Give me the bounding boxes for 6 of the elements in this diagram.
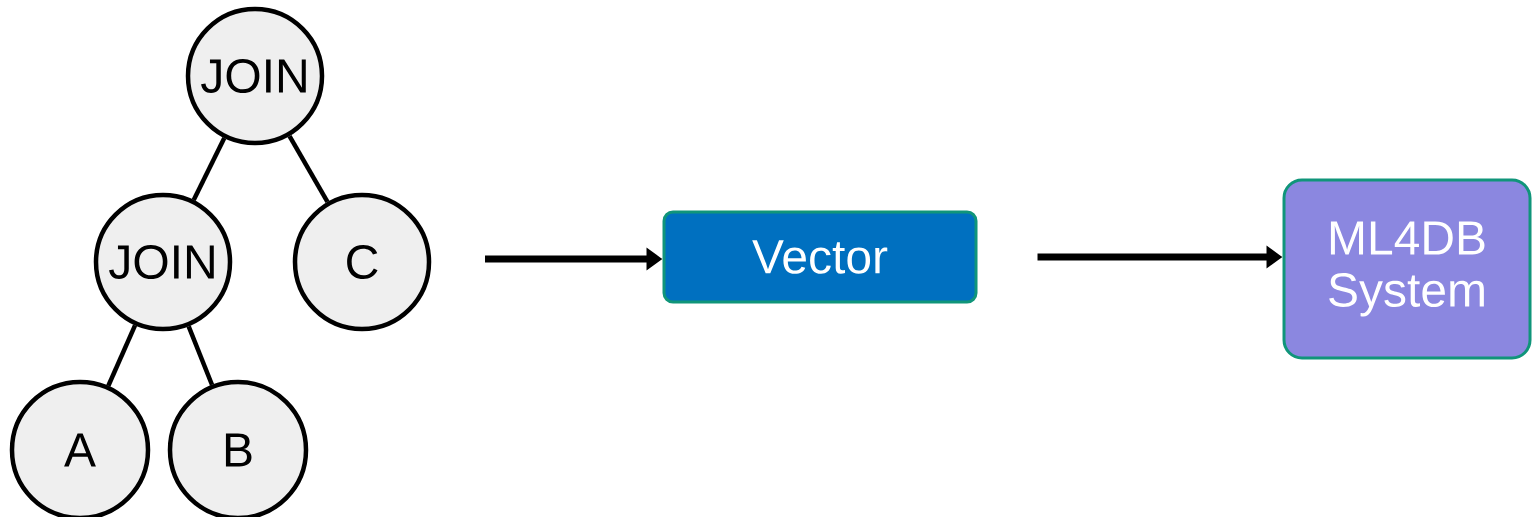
tree-line — [106, 324, 138, 387]
tree-line — [186, 325, 215, 386]
system-box: ML4DB System — [1282, 178, 1532, 360]
tree-line — [191, 137, 227, 201]
tree-line — [287, 134, 330, 204]
vector-box: Vector — [662, 210, 978, 304]
